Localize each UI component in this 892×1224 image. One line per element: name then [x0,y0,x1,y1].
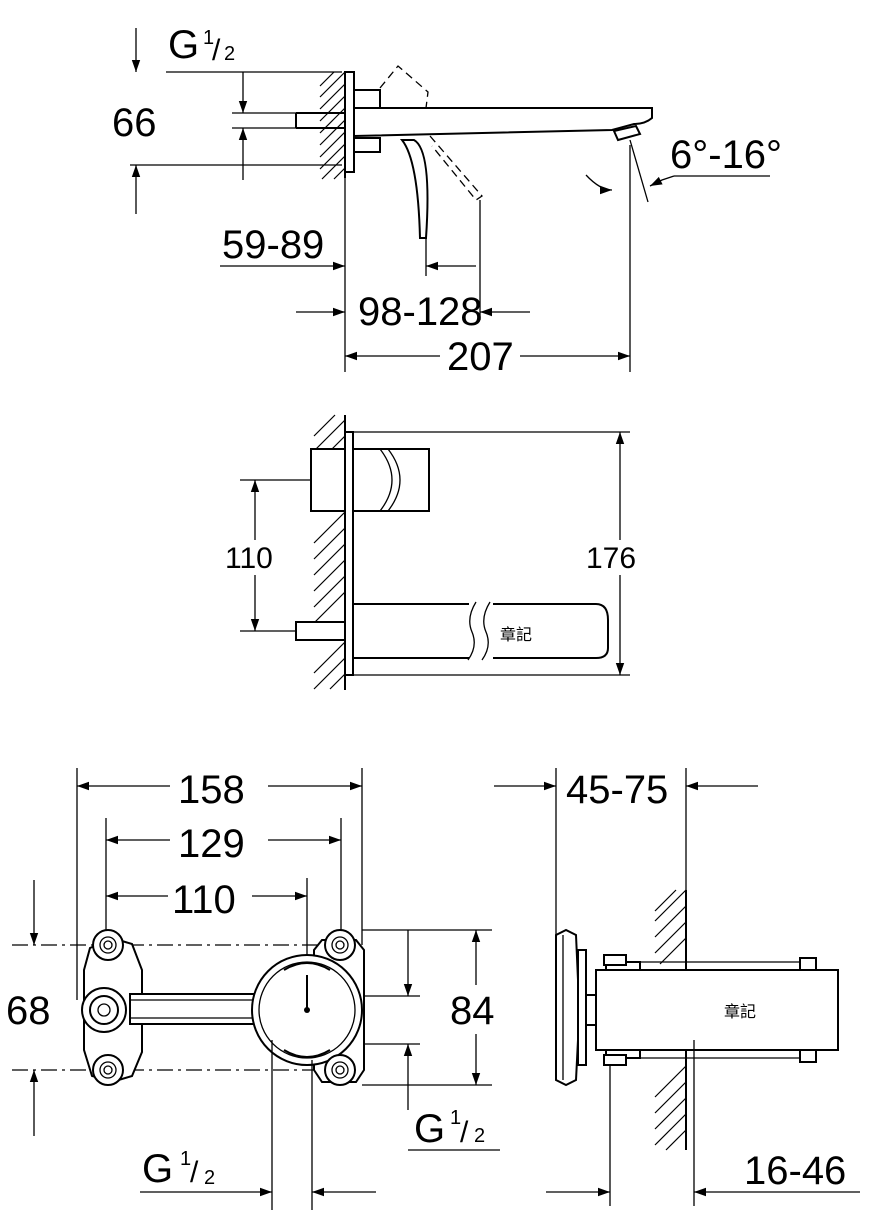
bolt-holes [81,929,356,1086]
dim-cover-depth: 16-46 [546,1040,860,1206]
box-flange [555,928,579,1087]
svg-text:G: G [414,1107,445,1151]
dim-install-depth: 45-75 [494,768,758,935]
handle-front [352,448,430,512]
dim-height-left: 68 [6,880,340,1136]
dim-width-outer: 158 [76,768,363,1000]
svg-text:2: 2 [204,1167,215,1189]
box-front-view: 158 129 110 68 [6,768,500,1210]
svg-text:/: / [190,1156,199,1189]
svg-text:84: 84 [450,989,495,1033]
svg-text:207: 207 [447,335,514,379]
dim-plate-height: 176 [353,431,636,676]
svg-text:1: 1 [180,1148,191,1170]
dim-width-mid: 129 [105,818,342,940]
aerator [612,124,642,142]
top-view: G 1 / 2 66 59-89 9 [112,23,782,379]
dim-height-right: 84 [362,929,500,1151]
svg-text:45-75: 45-75 [566,768,668,812]
svg-text:章記: 章記 [724,1003,756,1021]
svg-text:68: 68 [6,989,51,1033]
dim-handle-reach: 98-128 [296,200,530,334]
dim-spout-height: 110 [225,479,311,632]
wall-hatch-top [319,71,346,180]
dim-width-inner: 110 [106,878,308,1000]
svg-text:66: 66 [112,101,157,145]
dim-pipe-spacing: 66 [112,72,342,214]
svg-text:59-89: 59-89 [222,223,324,267]
box-cover [595,969,839,1051]
cover-plate-front [344,431,354,676]
svg-text:129: 129 [178,822,245,866]
svg-text:G: G [168,23,199,67]
spout [353,107,653,138]
front-view: 章記 110 176 [225,414,636,690]
svg-text:1: 1 [450,1107,461,1129]
cover-plate [344,71,355,173]
svg-text:110: 110 [172,878,236,922]
svg-text:158: 158 [178,768,245,812]
svg-text:2: 2 [224,43,235,65]
dim-wall-depth: 59-89 [220,223,345,271]
svg-text:98-128: 98-128 [358,290,483,334]
box-side-view: 章記 45-75 16-46 [494,768,860,1206]
svg-text:16-46: 16-46 [744,1149,846,1193]
thread-label-bottom-left: G 1 / 2 [140,1040,376,1210]
thread-label-top: G 1 / 2 [131,23,342,73]
thread-label-bottom-right: G 1 / 2 [414,1107,485,1151]
wall-hatch-bottom [654,889,687,1151]
svg-text:176: 176 [586,542,636,575]
svg-text:G: G [142,1147,173,1191]
svg-text:110: 110 [225,542,273,575]
svg-text:/: / [212,34,221,67]
svg-text:1: 1 [203,27,214,49]
svg-text:章記: 章記 [500,626,532,644]
handle-lever [399,139,429,239]
angle-label: 6°-16° [670,133,782,177]
svg-text:/: / [460,1116,469,1149]
svg-text:2: 2 [474,1125,485,1147]
dim-spout-length: 207 [344,145,631,379]
